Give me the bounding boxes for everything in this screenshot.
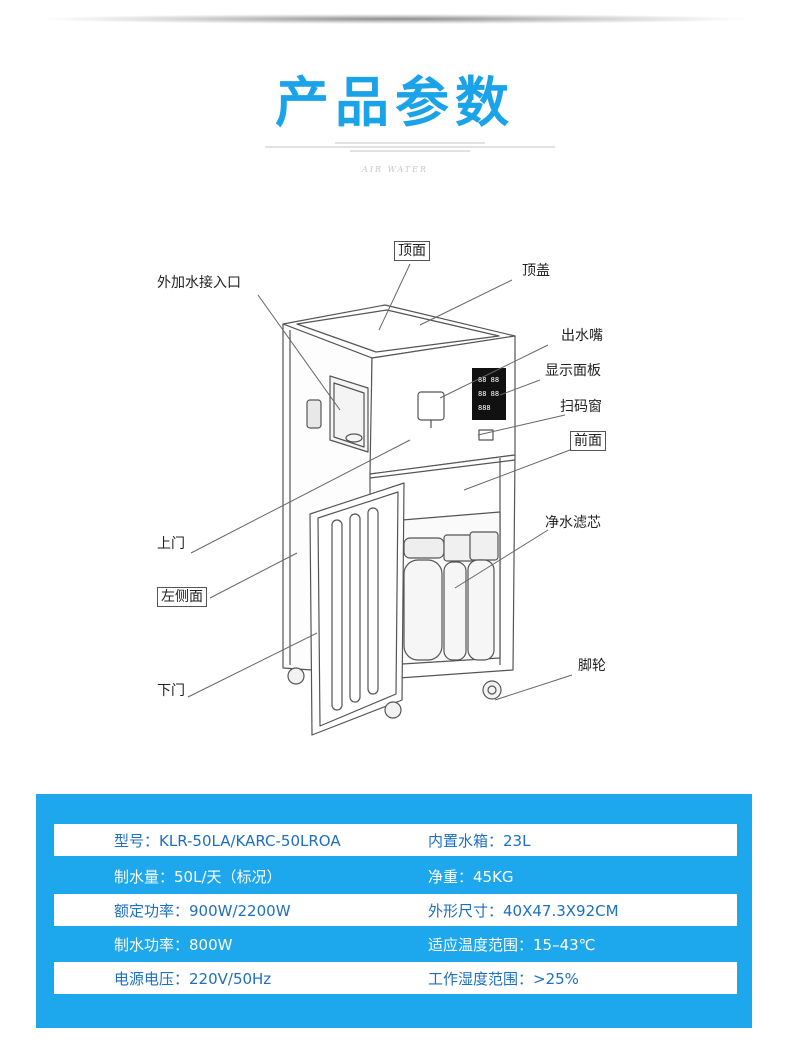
product-diagram: 88 88 88 88 888 bbox=[187, 263, 573, 736]
spec-row: 制水量：50L/天（标况） 净重：45KG bbox=[54, 860, 737, 892]
spec-panel: 型号：KLR-50LA/KARC-50LROA 内置水箱：23L 制水量：50L… bbox=[36, 794, 752, 1028]
spec-row: 制水功率：800W 适应温度范围：15–43℃ bbox=[54, 928, 737, 960]
side-inlet-window bbox=[329, 375, 369, 453]
spec-humidity-range: 工作湿度范围：>25% bbox=[428, 969, 579, 988]
page-subtitle: AIR WATER bbox=[362, 165, 428, 174]
caster-door bbox=[384, 701, 402, 719]
callout-lower-door: 下门 bbox=[157, 683, 185, 699]
callout-top-cover: 顶盖 bbox=[522, 263, 550, 279]
caster-front-right bbox=[482, 680, 502, 700]
caster-front-left bbox=[287, 667, 305, 685]
scan-window bbox=[478, 429, 494, 441]
spec-output: 制水量：50L/天（标况） bbox=[114, 867, 282, 886]
lower-door bbox=[309, 482, 405, 736]
spec-production-power: 制水功率：800W bbox=[114, 935, 233, 954]
callout-scan-window: 扫码窗 bbox=[560, 399, 602, 415]
spec-row: 额定功率：900W/2200W 外形尺寸：40X47.3X92CM bbox=[54, 894, 737, 926]
display-panel: 88 88 88 88 888 bbox=[472, 368, 506, 420]
callout-external-inlet: 外加水接入口 bbox=[157, 275, 241, 291]
callout-casters: 脚轮 bbox=[578, 658, 606, 674]
spec-tank: 内置水箱：23L bbox=[428, 831, 531, 850]
spec-row: 电源电压：220V/50Hz 工作湿度范围：>25% bbox=[54, 962, 737, 994]
spec-temperature-range: 适应温度范围：15–43℃ bbox=[428, 935, 596, 954]
callout-water-outlet: 出水嘴 bbox=[561, 328, 603, 344]
callout-left-side: 左侧面 bbox=[157, 587, 207, 607]
svg-text:888: 888 bbox=[478, 404, 491, 412]
callout-display-panel: 显示面板 bbox=[545, 363, 601, 379]
spec-weight: 净重：45KG bbox=[428, 867, 514, 886]
spec-model: 型号：KLR-50LA/KARC-50LROA bbox=[114, 831, 341, 850]
water-outlet-spout bbox=[417, 391, 445, 421]
spec-row: 型号：KLR-50LA/KARC-50LROA 内置水箱：23L bbox=[54, 824, 737, 856]
spec-dimensions: 外形尺寸：40X47.3X92CM bbox=[428, 901, 619, 920]
decorative-fine-print bbox=[265, 140, 555, 160]
callout-filter: 净水滤芯 bbox=[545, 515, 601, 531]
svg-text:88 88: 88 88 bbox=[478, 390, 499, 398]
callout-top-face: 顶面 bbox=[394, 241, 430, 261]
spec-voltage: 电源电压：220V/50Hz bbox=[114, 969, 272, 988]
spec-rated-power: 额定功率：900W/2200W bbox=[114, 901, 291, 920]
callout-front-face: 前面 bbox=[570, 431, 606, 451]
top-shadow-divider bbox=[45, 14, 745, 24]
callout-upper-door: 上门 bbox=[157, 536, 185, 552]
svg-text:88 88: 88 88 bbox=[478, 376, 499, 384]
page-title: 产品参数 bbox=[275, 71, 515, 134]
